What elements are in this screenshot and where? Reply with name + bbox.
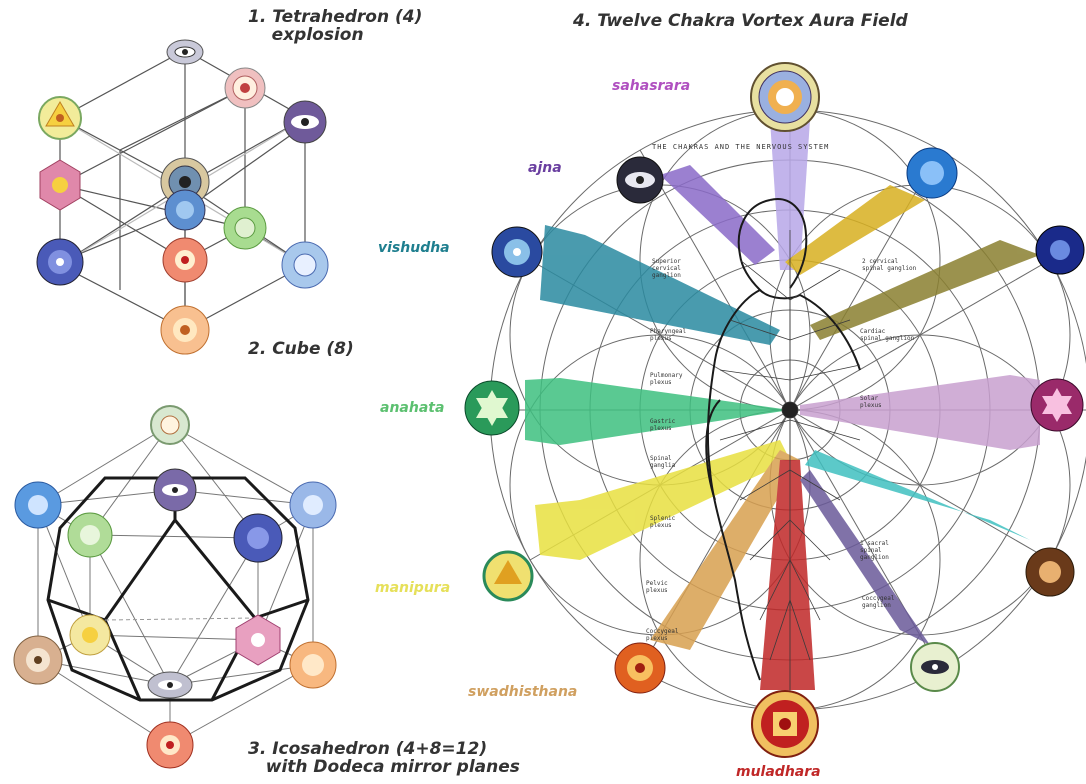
beam-ajna bbox=[660, 165, 775, 265]
node-violet-eye-icon bbox=[283, 100, 327, 144]
ico-node-yellow-icon bbox=[69, 614, 111, 656]
node-green-mandala-icon bbox=[223, 206, 267, 250]
ico-node-green-icon bbox=[67, 512, 113, 558]
ico-node-eye-bottom-icon bbox=[147, 671, 193, 699]
nerve-note: Gastric plexus bbox=[650, 418, 676, 432]
node-pink-mandala-icon bbox=[224, 67, 266, 109]
nerve-note: Splenic plexus bbox=[650, 515, 676, 529]
vortex-beams bbox=[525, 120, 1040, 690]
ico-node-red-bottom-icon bbox=[146, 721, 194, 769]
right-brown-icon bbox=[1025, 547, 1075, 597]
nerve-note: Pelvic plexus bbox=[646, 580, 668, 594]
nerve-note: Solar plexus bbox=[860, 395, 882, 409]
nerve-note: 1 sacral spinal ganglion bbox=[860, 540, 889, 561]
nerve-note: Pharyngeal plexus bbox=[650, 328, 687, 342]
beam-swadhisthana bbox=[650, 450, 800, 650]
beam-right-lavender bbox=[800, 375, 1040, 450]
ico-node-blue-left-icon bbox=[14, 481, 62, 529]
right-dark-blue-icon bbox=[1035, 225, 1085, 275]
nerve-note: Cardiac spinal ganglion bbox=[860, 328, 915, 342]
manipura-triangle-icon bbox=[482, 550, 534, 602]
icosahedron-chakra-nodes bbox=[13, 405, 337, 769]
beam-manipura bbox=[535, 440, 790, 560]
label-ajna: ajna bbox=[528, 160, 562, 176]
node-lightblue-mandala-icon bbox=[281, 241, 329, 289]
caption-icosahedron: 3. Icosahedron (4+8=12) with Dodeca mirr… bbox=[248, 739, 520, 777]
nerve-note: Superior cervical ganglion bbox=[652, 258, 681, 279]
swadhisthana-lotus-icon bbox=[614, 642, 666, 694]
caption-cube: 2. Cube (8) bbox=[248, 339, 354, 359]
ajna-eye-icon bbox=[616, 156, 664, 204]
label-anahata: anahata bbox=[380, 400, 445, 416]
ico-node-orange-right-icon bbox=[289, 641, 337, 689]
nerve-note: Coccygeal ganglion bbox=[862, 595, 895, 609]
node-rose-hexagon-icon bbox=[39, 159, 81, 211]
nervous-system-tree bbox=[719, 230, 861, 690]
caption-tetrahedron: 1. Tetrahedron (4) explosion bbox=[248, 7, 423, 45]
nerve-note: Spinal ganglia bbox=[650, 455, 676, 469]
label-swadhisthana: swadhisthana bbox=[468, 684, 578, 700]
nervous-system-title: THE CHAKRAS AND THE NERVOUS SYSTEM bbox=[652, 143, 830, 151]
anahata-hexagram-icon bbox=[464, 380, 520, 436]
beam-lower-right-violet bbox=[800, 470, 930, 645]
beam-anahata bbox=[525, 378, 790, 445]
right-magenta-hexagram-icon bbox=[1030, 378, 1084, 432]
ico-node-tan-left-icon bbox=[13, 635, 63, 685]
nerve-note: Coccygeal plexus bbox=[646, 628, 679, 642]
nerve-note: 2 cervical spinal ganglion bbox=[862, 258, 917, 272]
ico-node-indigo-icon bbox=[233, 513, 283, 563]
beam-right-teal bbox=[805, 450, 1030, 540]
ico-node-violet-eye-icon bbox=[153, 468, 197, 512]
upper-right-blue-icon bbox=[906, 147, 958, 199]
node-ajna-eye-icon bbox=[166, 39, 204, 65]
node-blue-mandala-icon bbox=[164, 189, 206, 231]
node-yellow-mandala-icon bbox=[38, 96, 82, 140]
label-sahasrara: sahasrara bbox=[612, 78, 691, 94]
ico-node-blue-right-icon bbox=[289, 481, 337, 529]
node-indigo-mandala-icon bbox=[36, 238, 84, 286]
dodecahedron-outline bbox=[46, 476, 310, 702]
ico-node-pink-hexagon-icon bbox=[235, 614, 281, 666]
node-orange-mandala-icon bbox=[160, 305, 210, 355]
nerve-note: Pulmonary plexus bbox=[650, 372, 683, 386]
label-muladhara: muladhara bbox=[736, 764, 821, 780]
node-red-mandala-icon bbox=[162, 237, 208, 283]
caption-aura-field: 4. Twelve Chakra Vortex Aura Field bbox=[573, 11, 908, 31]
human-figure-silhouette bbox=[705, 198, 861, 681]
beam-right-olive bbox=[810, 240, 1040, 340]
ico-node-top-icon bbox=[150, 405, 190, 445]
aura-chakra-nodes bbox=[464, 62, 1085, 758]
label-vishudha: vishudha bbox=[378, 240, 450, 256]
sahasrara-lotus-icon bbox=[750, 62, 820, 132]
beam-vishudha bbox=[540, 225, 780, 345]
beam-sahasrara bbox=[770, 120, 810, 270]
muladhara-square-icon bbox=[751, 690, 819, 758]
vishudha-mandala-icon bbox=[491, 226, 543, 278]
tetrahedron-chakra-nodes bbox=[36, 39, 329, 355]
beam-upper-right-gold bbox=[785, 185, 925, 275]
lower-right-eye-icon bbox=[910, 642, 960, 692]
label-manipura: manipura bbox=[375, 580, 451, 596]
